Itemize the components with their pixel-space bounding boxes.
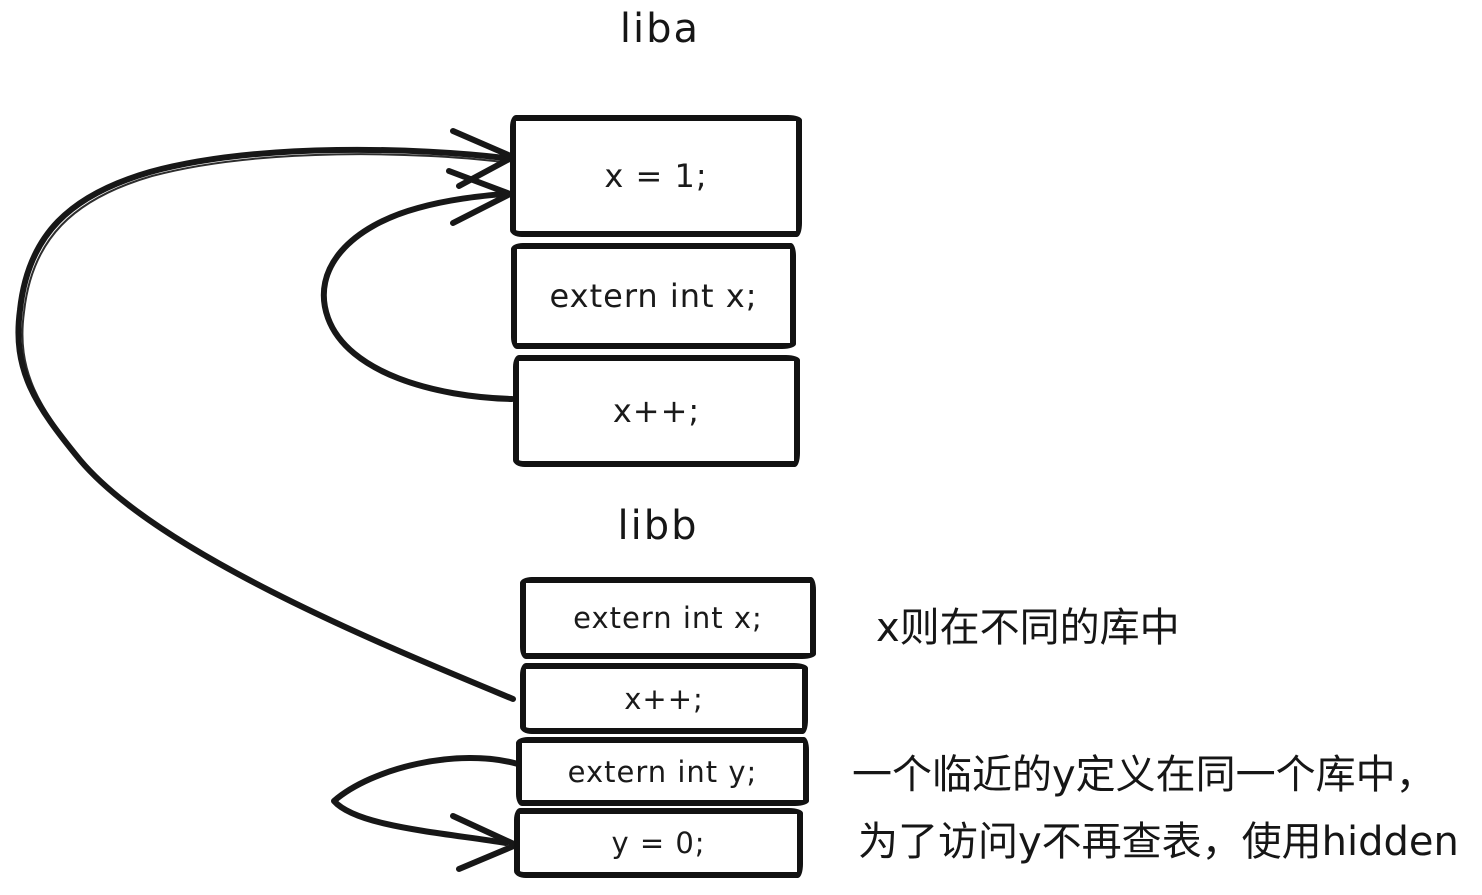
code-text: extern int y; <box>567 754 758 789</box>
code-text: y = 0; <box>611 826 706 860</box>
arrow-libb-externy-to-y0 <box>331 755 521 872</box>
annotation-x-different-library: x则在不同的库中 <box>876 605 1180 651</box>
code-text: x++; <box>624 681 704 716</box>
liba-cell-extern-int-x: extern int x; <box>511 243 796 349</box>
code-text: x++; <box>612 392 701 430</box>
liba-cell-x-assignment: x = 1; <box>510 115 802 237</box>
libb-cell-y-assignment: y = 0; <box>514 808 803 878</box>
code-text: extern int x; <box>549 277 758 315</box>
arrow-libb-xpp-to-liba-x1 <box>15 128 516 702</box>
annotation-y-hidden: 为了访问y不再查表，使用hidden <box>858 819 1459 865</box>
libb-cell-extern-int-y: extern int y; <box>516 737 809 806</box>
liba-title: liba <box>619 6 701 52</box>
libb-cell-extern-int-x: extern int x; <box>520 577 816 659</box>
libb-cell-x-increment: x++; <box>520 663 808 734</box>
libb-title: libb <box>617 503 699 549</box>
annotation-y-same-library: 一个临近的y定义在同一个库中， <box>852 752 1436 798</box>
code-text: extern int x; <box>573 601 763 635</box>
code-text: x = 1; <box>604 157 708 195</box>
liba-cell-x-increment: x++; <box>513 355 800 467</box>
arrow-liba-xpp-to-liba-x1 <box>320 168 515 402</box>
